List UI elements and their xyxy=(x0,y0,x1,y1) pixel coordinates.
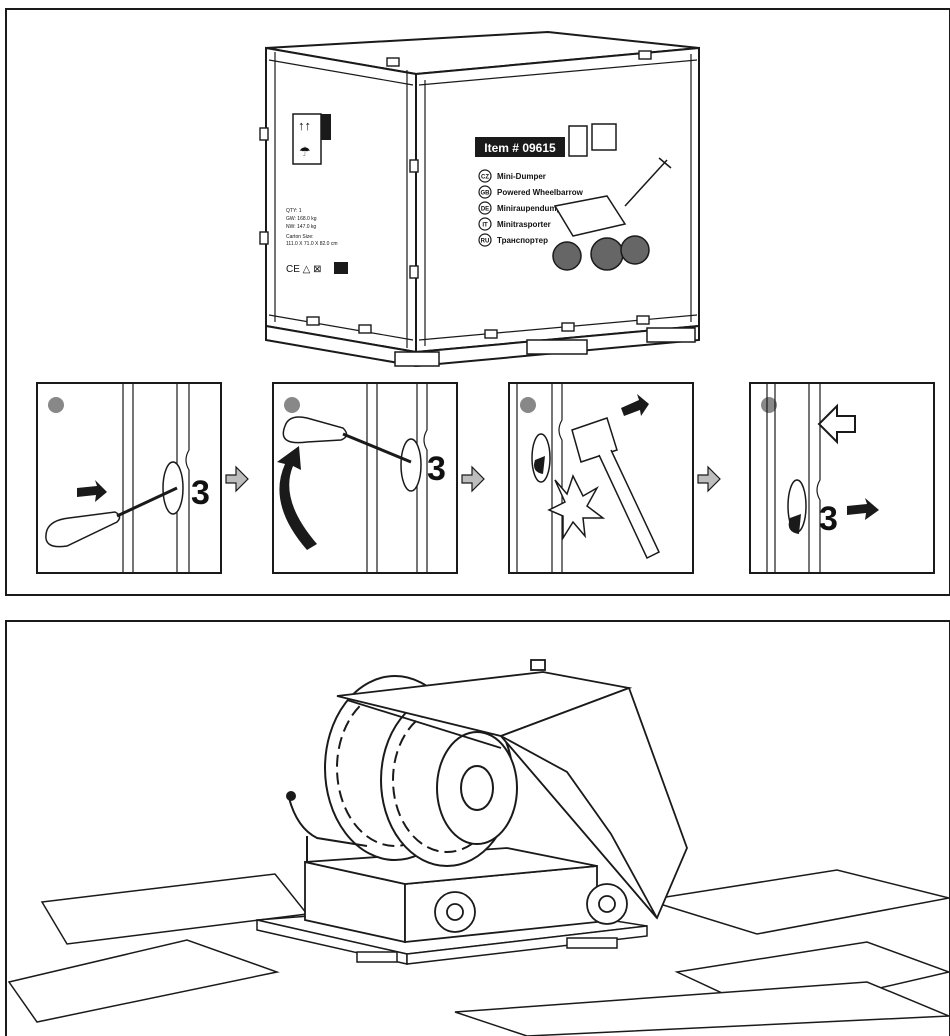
svg-text:Powered Wheelbarrow: Powered Wheelbarrow xyxy=(497,188,584,197)
crate-illustration: ↑↑ ☂ QTY: 1 GW: 168.0 kg NW: 147.0 kg Ca… xyxy=(36,30,935,574)
crate-opening-panel: ↑↑ ☂ QTY: 1 GW: 168.0 kg NW: 147.0 kg Ca… xyxy=(5,8,950,596)
svg-text:3: 3 xyxy=(427,450,446,488)
step-4: 3 xyxy=(749,382,935,574)
svg-text:GW: 168.0 kg: GW: 168.0 kg xyxy=(286,216,317,222)
svg-text:GB: GB xyxy=(481,191,491,197)
svg-text:Транспортер: Транспортер xyxy=(497,236,548,245)
svg-text:NW: 147.0 kg: NW: 147.0 kg xyxy=(286,224,316,230)
step-1: 3 xyxy=(36,382,222,574)
fragile-icon xyxy=(591,123,617,151)
svg-text:CZ: CZ xyxy=(481,175,489,181)
svg-text:↑↑: ↑↑ xyxy=(298,118,311,133)
step-marker xyxy=(48,397,64,413)
next-step-arrow-icon xyxy=(461,465,485,493)
svg-text:Minitrasporter: Minitrasporter xyxy=(497,220,551,229)
svg-text:☂: ☂ xyxy=(299,144,311,159)
svg-text:RU: RU xyxy=(481,239,490,245)
svg-text:CE △ ⊠: CE △ ⊠ xyxy=(286,264,322,275)
crate-right-face xyxy=(415,46,700,354)
dumper-illustration xyxy=(7,659,949,1036)
crate-left-face xyxy=(265,46,417,354)
crate-panels xyxy=(7,869,949,1036)
svg-text:IT: IT xyxy=(482,223,488,229)
rotate-arrow-icon xyxy=(277,446,317,550)
hammer-icon xyxy=(571,417,618,463)
dumper-print xyxy=(552,157,672,271)
svg-text:DE: DE xyxy=(481,207,489,213)
step-2: 3 xyxy=(272,382,458,574)
step-marker xyxy=(761,397,777,413)
pull-arrow-icon xyxy=(847,498,879,520)
svg-text:3: 3 xyxy=(819,500,838,538)
handlebar xyxy=(286,791,368,862)
next-step-arrow-icon xyxy=(697,465,721,493)
item-number: Item # 09615 xyxy=(484,141,556,155)
back-arrow-icon xyxy=(817,403,856,445)
step-marker xyxy=(284,397,300,413)
dump-bin xyxy=(336,659,688,920)
step-3 xyxy=(508,382,694,574)
crate-clips xyxy=(259,50,652,339)
svg-text:111.0 X 71.0 X 82.0 cm: 111.0 X 71.0 X 82.0 cm xyxy=(286,241,338,247)
push-arrow-icon xyxy=(77,480,107,502)
strike-arrow-icon xyxy=(621,394,649,416)
svg-text:Carton Size:: Carton Size: xyxy=(286,234,314,240)
screwdriver-icon xyxy=(45,511,121,548)
unpacked-machine-panel xyxy=(5,620,950,1036)
impact-icon xyxy=(547,474,606,541)
svg-text:Mini-Dumper: Mini-Dumper xyxy=(497,172,546,181)
language-list: CZ Mini-Dumper GB Powered Wheelbarrow DE… xyxy=(478,169,584,247)
svg-text:3: 3 xyxy=(191,474,210,512)
next-step-arrow-icon xyxy=(225,465,249,493)
manual-icon xyxy=(568,125,588,157)
handling-symbols: ↑↑ ☂ xyxy=(292,113,331,165)
item-number-badge xyxy=(475,137,565,157)
side-info: QTY: 1 GW: 168.0 kg NW: 147.0 kg Carton … xyxy=(286,208,348,275)
svg-text:QTY: 1: QTY: 1 xyxy=(286,208,302,214)
svg-text:Miniraupendumper: Miniraupendumper xyxy=(497,204,569,213)
step-marker xyxy=(520,397,536,413)
